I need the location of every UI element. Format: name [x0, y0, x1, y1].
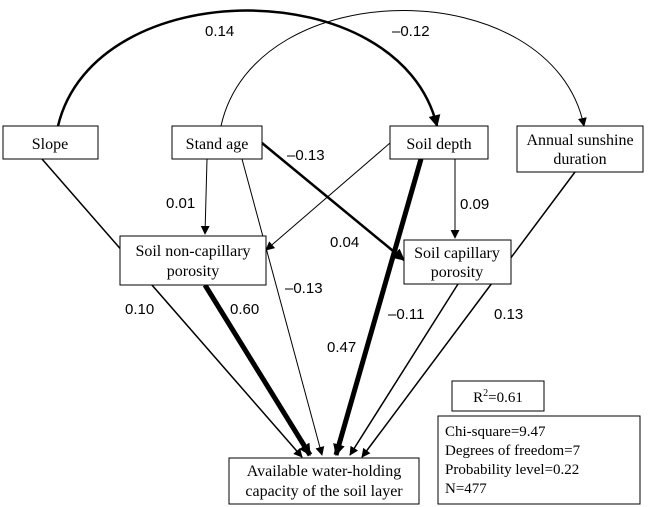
chi-square-text: Chi-square=9.47 [445, 424, 546, 440]
node-cap-label-1: Soil capillary [414, 245, 500, 262]
cov-arc-slope-soildepth [49, 9, 441, 138]
coef-age-to-noncap: 0.01 [166, 195, 195, 212]
r-squared-text: R2=0.61 [473, 388, 523, 406]
degrees-of-freedom-text: Degrees of freedom=7 [445, 443, 581, 459]
coef-depth-to-cap: 0.09 [460, 196, 489, 213]
node-soil-depth: Soil depth [389, 125, 489, 160]
node-awc-label-1: Available water-holding [247, 463, 401, 480]
coef-age-to-cap: –0.13 [287, 147, 325, 164]
path-sunshine-to-awc [361, 171, 576, 458]
node-soil-depth-label: Soil depth [406, 136, 471, 153]
coef-slope-to-awc: 0.10 [125, 301, 154, 318]
coef-slope-depth-cov: 0.14 [205, 23, 234, 40]
node-cap-label-2: porosity [431, 264, 483, 281]
r-squared-box: R2=0.61 [451, 380, 545, 412]
cov-arc-standage-sunshine [214, 10, 587, 135]
node-soil-noncapillary-porosity: Soil non-capillary porosity [119, 235, 267, 286]
node-stand-age-label: Stand age [186, 136, 249, 153]
node-slope-label: Slope [32, 136, 68, 153]
node-stand-age: Stand age [171, 125, 263, 160]
node-noncap-label-1: Soil non-capillary [135, 243, 250, 260]
node-annual-sunshine-label-2: duration [553, 151, 606, 168]
node-available-water-capacity: Available water-holding capacity of the … [228, 457, 420, 505]
probability-level-text: Probability level=0.22 [445, 462, 579, 478]
coef-depth-to-noncap: 0.04 [330, 234, 359, 251]
path-cap-to-awc [349, 283, 459, 456]
path-standage-to-noncap [200, 158, 210, 235]
path-standage-to-awc [241, 158, 325, 456]
node-annual-sunshine: Annual sunshine duration [516, 125, 644, 173]
sample-size-text: N=477 [445, 481, 487, 497]
coef-age-to-awc: –0.13 [285, 280, 323, 297]
coef-age-sunshine-cov: –0.12 [392, 23, 430, 40]
node-slope: Slope [2, 125, 99, 160]
model-fit-box: Chi-square=9.47 Degrees of freedom=7 Pro… [437, 415, 641, 505]
coef-depth-to-awc: 0.47 [327, 339, 356, 356]
node-noncap-label-2: porosity [167, 263, 219, 280]
coef-noncap-to-awc: 0.60 [230, 301, 259, 318]
node-annual-sunshine-label-1: Annual sunshine [526, 132, 633, 149]
coef-sunshine-to-awc: 0.13 [494, 306, 523, 323]
path-noncap-to-awc [202, 283, 313, 457]
coef-cap-to-awc: –0.11 [388, 306, 424, 323]
path-slope-to-awc [41, 158, 303, 458]
path-standage-to-cap [261, 142, 405, 261]
node-soil-capillary-porosity: Soil capillary porosity [403, 239, 512, 285]
path-soildepth-to-awc [333, 158, 424, 457]
node-awc-label-2: capacity of the soil layer [245, 483, 403, 500]
